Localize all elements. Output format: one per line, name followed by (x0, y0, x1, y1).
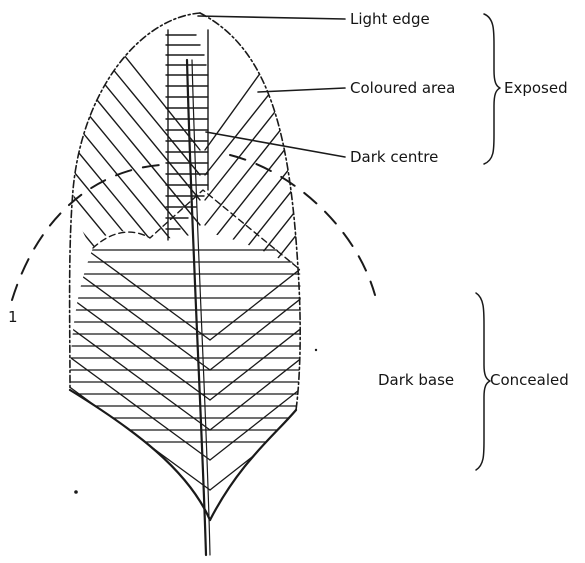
brace-concealed (476, 293, 490, 470)
base-outline (70, 390, 210, 520)
group-exposed: Exposed (504, 79, 568, 97)
label-light-edge: Light edge (350, 10, 430, 28)
group-concealed: Concealed (490, 371, 569, 389)
brace-exposed (484, 14, 500, 164)
stray-dot-2 (315, 349, 317, 351)
label-dark-base: Dark base (378, 371, 454, 389)
dark-base-hatching (60, 230, 350, 490)
exposed-concealed-boundary (93, 190, 298, 268)
stray-mark: 1 (8, 308, 18, 326)
label-dark-centre: Dark centre (350, 148, 438, 166)
leader-light-edge (198, 16, 345, 19)
stray-dot (74, 490, 78, 494)
leader-coloured-area (258, 88, 345, 92)
label-coloured-area: Coloured area (350, 79, 455, 97)
coloured-area-hatching (60, 0, 340, 375)
